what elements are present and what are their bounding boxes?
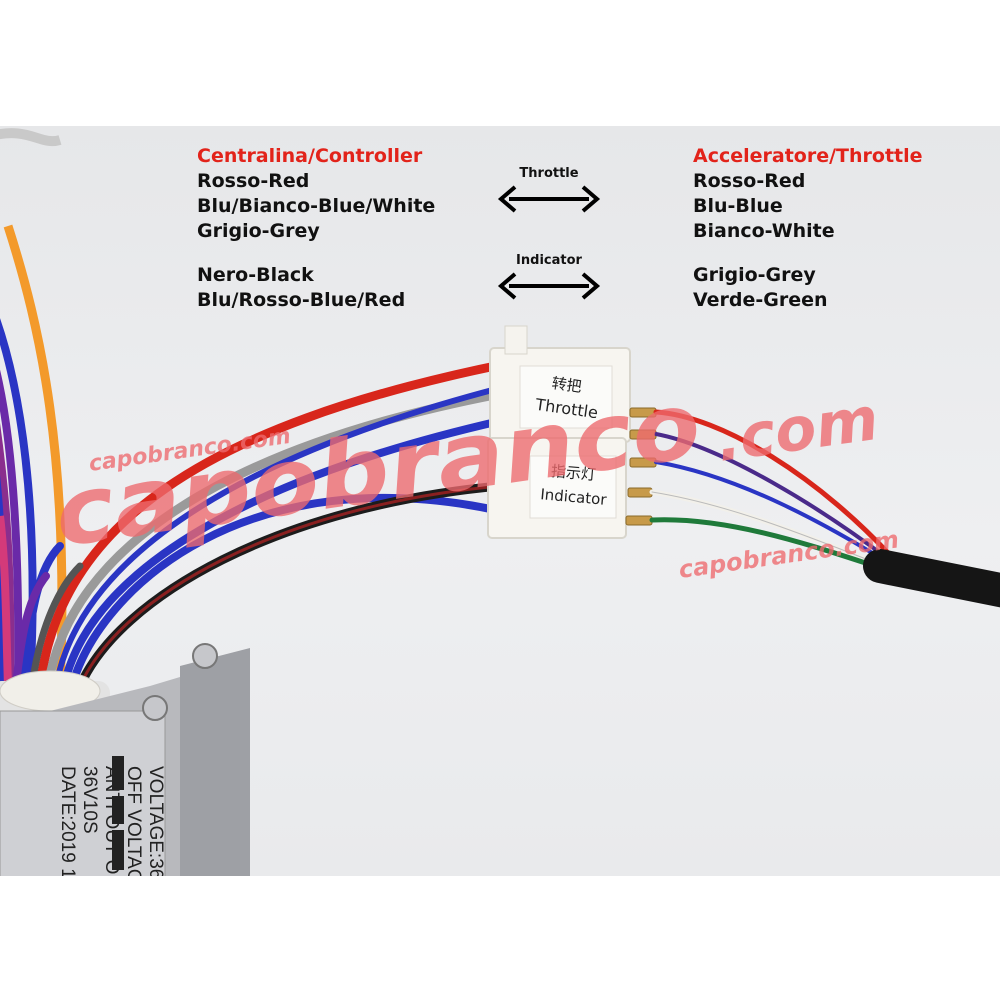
wire-blue-white — [53, 385, 503, 689]
photo-area: 转把 Throttle 指示灯 Indicator — [0, 126, 1000, 876]
wire-red — [35, 359, 510, 691]
controller-label-line4: 36V10S — [79, 766, 100, 834]
throttle-wire-red: Rosso-Red — [693, 170, 806, 192]
double-arrow-icon — [497, 272, 601, 300]
controller-label-line5: DATE:2019 1 — [57, 766, 78, 876]
indicator-connector-en: Indicator — [540, 485, 608, 509]
controller-wire-blue-white: Blu/Bianco-Blue/White — [197, 195, 436, 217]
throttle-legend-header: Acceleratore/Throttle — [693, 145, 923, 167]
indicator-connector: 指示灯 Indicator — [487, 437, 627, 539]
connector-pins — [625, 407, 657, 526]
indicator-connector-cn: 指示灯 — [550, 462, 596, 484]
wire-bundle — [12, 359, 510, 691]
throttle-connector-cn: 转把 — [551, 374, 583, 396]
controller-label-line1: VOLTAGE:36V — [145, 766, 166, 876]
indicator-mapping-arrow: Indicator — [494, 253, 604, 302]
throttle-connector: 转把 Throttle — [489, 325, 631, 443]
controller-wire-black: Nero-Black — [197, 264, 314, 286]
controller-legend-header: Centralina/Controller — [197, 145, 423, 167]
controller-wire-grey: Grigio-Grey — [197, 220, 320, 242]
controller-label-line2: OFF VOLTAGE — [123, 766, 144, 876]
throttle-mapping-arrow: Throttle — [494, 166, 604, 215]
controller-wire-blue-red: Blu/Rosso-Blue/Red — [197, 289, 406, 311]
throttle-wire-grey: Grigio-Grey — [693, 264, 816, 286]
wire-blue — [60, 417, 504, 690]
wiring-photo: 转把 Throttle 指示灯 Indicator — [0, 128, 1000, 876]
brand-logo — [112, 756, 124, 870]
throttle-arrow-label: Throttle — [519, 166, 579, 181]
throttle-wire-green: Verde-Green — [693, 289, 828, 311]
controller-wire-red: Rosso-Red — [197, 170, 310, 192]
black-cable — [863, 549, 1000, 608]
controller-box: VOLTAGE:36V OFF VOLTAGE ANTI OUT OF 36V1… — [0, 643, 250, 876]
throttle-wire-white: Bianco-White — [693, 220, 835, 242]
double-arrow-icon — [497, 185, 601, 213]
controller-legend: Centralina/Controller Rosso-Red Blu/Bian… — [197, 144, 435, 313]
throttle-wire-blue: Blu-Blue — [693, 195, 783, 217]
throttle-legend: Acceleratore/Throttle Rosso-Red Blu-Blue… — [693, 144, 923, 313]
indicator-arrow-label: Indicator — [516, 253, 582, 268]
watermark-domain: .com — [712, 384, 882, 476]
